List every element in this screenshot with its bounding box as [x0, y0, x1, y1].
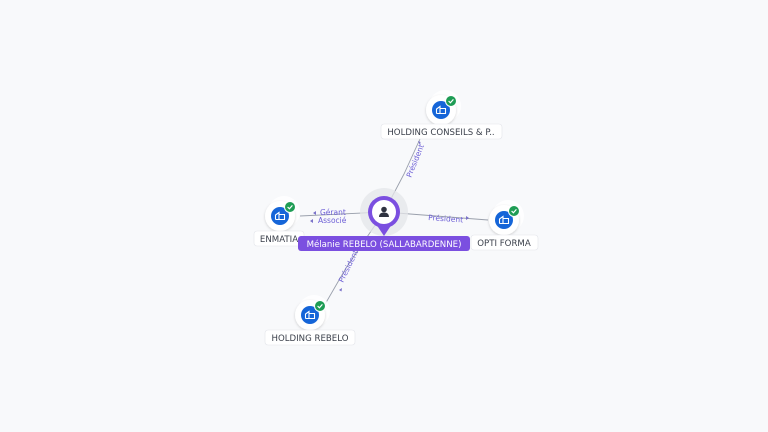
role-label-enmatia-2: Associé: [318, 216, 347, 225]
company-icon: [432, 101, 450, 119]
person-icon: [379, 206, 389, 217]
arrow-icon: [310, 219, 313, 223]
arrow-icon: [418, 141, 421, 146]
company-icon: [301, 306, 319, 324]
company-node-enmatia[interactable]: ENMATIA: [253, 196, 305, 247]
arrow-icon: [466, 216, 469, 220]
role-label-holding-rebelo: Président: [337, 248, 360, 283]
person-label: Mélanie REBELO (SALLABARDENNE): [307, 239, 462, 250]
company-label: OPTI FORMA: [477, 239, 531, 249]
company-node-holding-conseils[interactable]: HOLDING CONSEILS & P..: [380, 90, 503, 140]
role-label-holding-conseils: Président: [405, 143, 426, 179]
verified-check-icon: [314, 300, 326, 312]
role-label-opti-forma: Président: [428, 213, 464, 224]
verified-check-icon: [445, 95, 457, 107]
role-label-enmatia-1: Gérant: [320, 208, 346, 217]
company-node-holding-rebelo[interactable]: HOLDING REBELO: [264, 295, 356, 346]
company-label: HOLDING REBELO: [272, 334, 349, 344]
person-node-center[interactable]: Mélanie REBELO (SALLABARDENNE): [298, 188, 470, 251]
company-icon: [495, 211, 513, 229]
verified-check-icon: [508, 205, 520, 217]
company-label: ENMATIA: [260, 235, 298, 245]
company-label: HOLDING CONSEILS & P..: [387, 128, 494, 138]
verified-check-icon: [284, 201, 296, 213]
company-icon: [271, 207, 289, 225]
arrow-icon: [339, 288, 342, 292]
company-node-opti-forma[interactable]: OPTI FORMA: [470, 200, 539, 251]
arrow-icon: [313, 211, 316, 215]
